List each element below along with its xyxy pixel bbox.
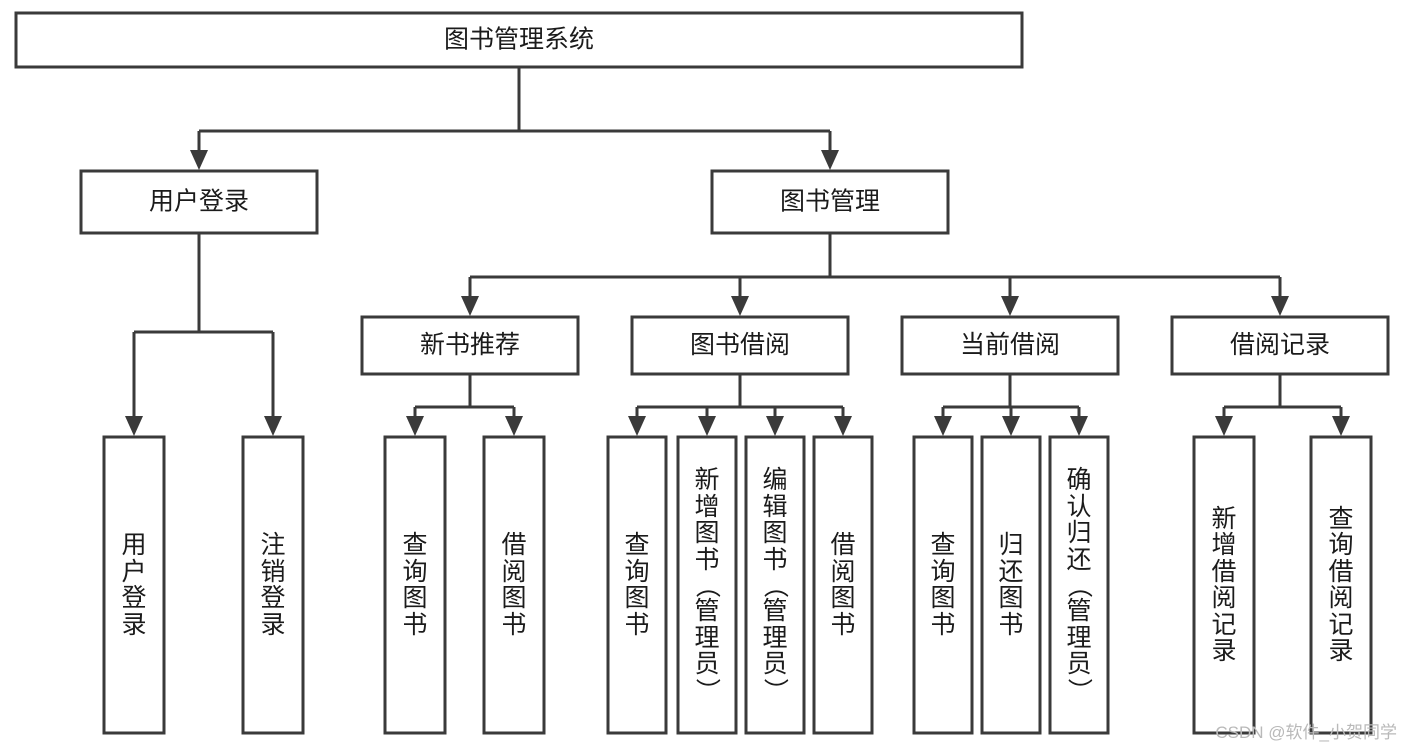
node-leaf-query-book[interactable] xyxy=(606,435,668,735)
node-box-leaf-borrow-book xyxy=(812,435,874,735)
arrow-head-icon xyxy=(731,296,749,316)
node-leaf-query-book-recommend[interactable] xyxy=(383,435,447,735)
node-leaf-edit-book-admin[interactable] xyxy=(744,435,806,735)
node-leaf-confirm-return-admin[interactable] xyxy=(1048,435,1110,735)
arrow-head-icon xyxy=(505,416,523,436)
arrow-head-icon xyxy=(1215,416,1233,436)
arrow-head-icon xyxy=(461,296,479,316)
node-box-current-borrow xyxy=(900,315,1120,376)
arrow-head-icon xyxy=(125,416,143,436)
node-leaf-add-borrow-record[interactable] xyxy=(1192,435,1256,735)
arrow-head-icon xyxy=(1002,416,1020,436)
node-box-leaf-logout xyxy=(241,435,305,735)
arrow-head-icon xyxy=(934,416,952,436)
arrow-head-icon xyxy=(698,416,716,436)
node-box-leaf-query-borrow-record xyxy=(1309,435,1373,735)
node-box-leaf-add-book-admin xyxy=(676,435,738,735)
arrow-head-icon xyxy=(190,150,208,170)
arrow-head-icon xyxy=(821,150,839,170)
node-box-book-borrow xyxy=(630,315,850,376)
node-label-user-login: 用户登录 xyxy=(149,188,249,216)
node-leaf-borrow-book[interactable] xyxy=(812,435,874,735)
connector-layer xyxy=(125,67,1350,436)
node-leaf-add-book-admin[interactable] xyxy=(676,435,738,735)
node-label-book-borrow: 图书借阅 xyxy=(690,331,790,359)
arrow-head-icon xyxy=(1001,296,1019,316)
node-borrow-record[interactable]: 借阅记录 xyxy=(1170,315,1390,376)
node-label-new-book-recommend: 新书推荐 xyxy=(420,331,520,359)
node-leaf-return-book[interactable] xyxy=(980,435,1042,735)
node-box-user-login xyxy=(79,169,319,235)
arrow-head-icon xyxy=(1332,416,1350,436)
node-label-book-manage: 图书管理 xyxy=(780,188,880,216)
node-box-leaf-confirm-return-admin xyxy=(1048,435,1110,735)
node-box-leaf-add-borrow-record xyxy=(1192,435,1256,735)
node-leaf-borrow-book-recommend[interactable] xyxy=(482,435,546,735)
csdn-watermark: CSDN @软件_小贺同学 xyxy=(1215,723,1397,742)
arrow-head-icon xyxy=(834,416,852,436)
node-box-leaf-query-book xyxy=(606,435,668,735)
node-current-borrow[interactable]: 当前借阅 xyxy=(900,315,1120,376)
node-user-login[interactable]: 用户登录 xyxy=(79,169,319,235)
node-leaf-query-borrow-record[interactable] xyxy=(1309,435,1373,735)
node-label-current-borrow: 当前借阅 xyxy=(960,331,1060,359)
node-box-leaf-query-book-recommend xyxy=(383,435,447,735)
arrow-head-icon xyxy=(406,416,424,436)
node-box-leaf-user-login xyxy=(102,435,166,735)
node-book-borrow[interactable]: 图书借阅 xyxy=(630,315,850,376)
node-new-book-recommend[interactable]: 新书推荐 xyxy=(360,315,580,376)
node-book-manage[interactable]: 图书管理 xyxy=(710,169,950,235)
node-leaf-user-login[interactable] xyxy=(102,435,166,735)
node-box-root xyxy=(14,11,1024,69)
node-leaf-query-book-current[interactable] xyxy=(912,435,974,735)
node-box-leaf-query-book-current xyxy=(912,435,974,735)
node-box-leaf-return-book xyxy=(980,435,1042,735)
node-box-borrow-record xyxy=(1170,315,1390,376)
node-root[interactable]: 图书管理系统 xyxy=(14,11,1024,69)
arrow-head-icon xyxy=(264,416,282,436)
arrow-head-icon xyxy=(628,416,646,436)
arrow-head-icon xyxy=(766,416,784,436)
node-box-leaf-borrow-book-recommend xyxy=(482,435,546,735)
node-box-leaf-edit-book-admin xyxy=(744,435,806,735)
node-leaf-logout[interactable] xyxy=(241,435,305,735)
arrow-head-icon xyxy=(1271,296,1289,316)
node-label-borrow-record: 借阅记录 xyxy=(1230,331,1330,359)
node-label-root: 图书管理系统 xyxy=(444,26,594,54)
arrow-head-icon xyxy=(1070,416,1088,436)
node-box-book-manage xyxy=(710,169,950,235)
node-box-new-book-recommend xyxy=(360,315,580,376)
